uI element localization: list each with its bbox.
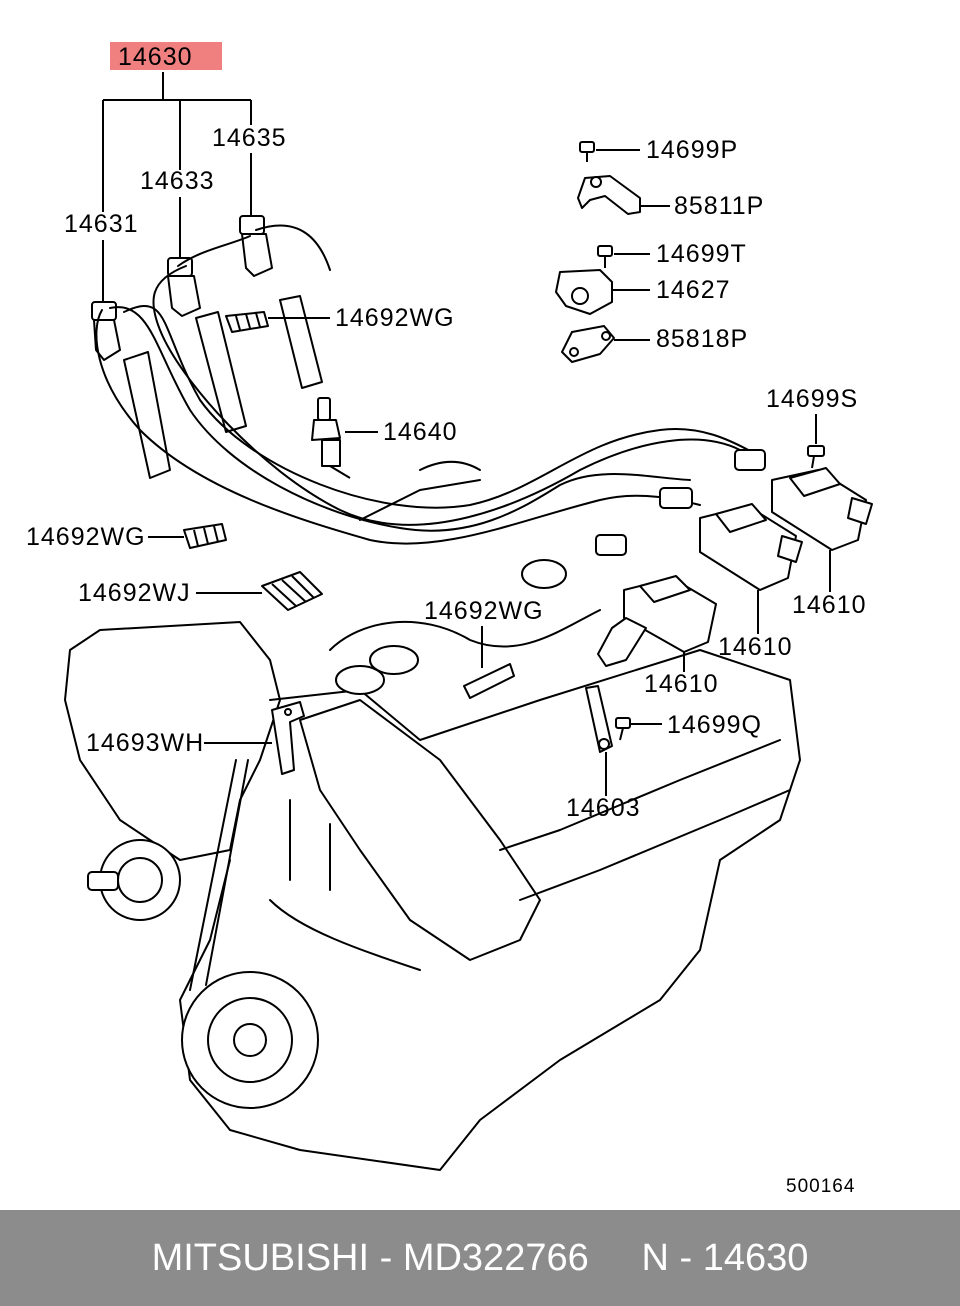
highlight-box — [110, 42, 222, 70]
label-14699Q[interactable]: 14699Q — [667, 711, 762, 739]
ignition-parts-diagram: 14630 14635 14633 14631 — [26, 42, 873, 1197]
bolt-14699P — [579, 141, 595, 162]
callout-bracket-14630 — [102, 72, 252, 212]
cable-end-b — [595, 534, 627, 556]
bolt-14699S — [807, 445, 825, 469]
bracket-85811P — [577, 175, 641, 215]
spark-plug-cable-set — [91, 215, 766, 556]
label-14610-b[interactable]: 14610 — [718, 633, 793, 661]
plug-boot-14633 — [167, 257, 247, 433]
sensor-14627 — [555, 269, 613, 315]
label-14692WG-left[interactable]: 14692WG — [26, 523, 146, 551]
label-14699S[interactable]: 14699S — [766, 385, 858, 413]
label-14635[interactable]: 14635 — [212, 124, 287, 152]
label-14630[interactable]: 14630 — [118, 43, 193, 71]
label-85818P[interactable]: 85818P — [656, 325, 748, 353]
bracket-14603 — [585, 685, 613, 753]
footer-part-info: MITSUBISHI - MD322766 N - 14630 — [151, 1236, 809, 1279]
label-14693WH[interactable]: 14693WH — [86, 729, 204, 757]
label-14699P[interactable]: 14699P — [646, 136, 738, 164]
bolt-14699T — [597, 245, 613, 268]
ignition-coil-14610-c — [771, 467, 873, 551]
engine-block-outline — [64, 460, 801, 1171]
ignition-coil-14610-b — [699, 503, 803, 591]
label-14640[interactable]: 14640 — [383, 418, 458, 446]
label-14692WG-center[interactable]: 14692WG — [424, 597, 544, 625]
plug-boot-14631 — [91, 301, 171, 479]
label-14692WJ[interactable]: 14692WJ — [78, 579, 191, 607]
bolt-14699Q — [615, 717, 631, 741]
spark-plug-14640 — [311, 397, 351, 479]
bracket-85818P — [561, 325, 615, 363]
clamp-14692WG-left — [183, 523, 227, 549]
footer-bar: MITSUBISHI - MD322766 N - 14630 — [0, 1210, 960, 1306]
diagram-reference-number: 500164 — [786, 1176, 855, 1197]
clamp-14692WG-center — [463, 663, 515, 699]
label-14631[interactable]: 14631 — [64, 210, 139, 238]
label-14633[interactable]: 14633 — [140, 167, 215, 195]
bracket-14693WH — [271, 701, 305, 775]
ignition-coil-14610-a — [597, 575, 717, 667]
label-14692WG-upper[interactable]: 14692WG — [335, 304, 455, 332]
clamp-14692WJ — [261, 571, 323, 611]
cable-end-a — [659, 487, 693, 509]
label-85811P[interactable]: 85811P — [674, 192, 764, 220]
label-14610-c[interactable]: 14610 — [792, 591, 867, 619]
plug-boot-14635 — [239, 215, 323, 389]
clamp-14692WG-upper — [225, 311, 269, 333]
label-14627[interactable]: 14627 — [656, 276, 731, 304]
label-14610-a[interactable]: 14610 — [644, 670, 719, 698]
label-14699T[interactable]: 14699T — [656, 240, 747, 268]
label-14603[interactable]: 14603 — [566, 794, 641, 822]
cable-end-c — [734, 449, 766, 471]
